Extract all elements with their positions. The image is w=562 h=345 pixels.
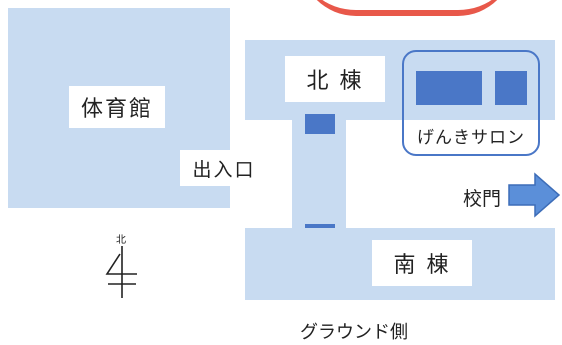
genki-salon xyxy=(402,50,540,156)
gate-arrow-icon xyxy=(508,172,561,218)
gate-label: 校門 xyxy=(463,188,502,210)
south-building-label: 南 棟 xyxy=(372,240,472,286)
corridor-room-upper xyxy=(305,114,335,134)
salon-label: げんきサロン xyxy=(409,121,533,149)
top-arc xyxy=(300,0,514,16)
gymnasium-label: 体育館 xyxy=(69,86,165,128)
salon-room-large xyxy=(416,71,482,105)
north-building-label: 北 棟 xyxy=(285,56,385,102)
entrance-label: 出入口 xyxy=(180,150,268,186)
north-compass-icon xyxy=(105,246,137,298)
salon-room-small xyxy=(495,71,527,105)
compass-north-label: 北 xyxy=(116,235,126,246)
ground-side-label: グラウンド側 xyxy=(300,322,408,343)
